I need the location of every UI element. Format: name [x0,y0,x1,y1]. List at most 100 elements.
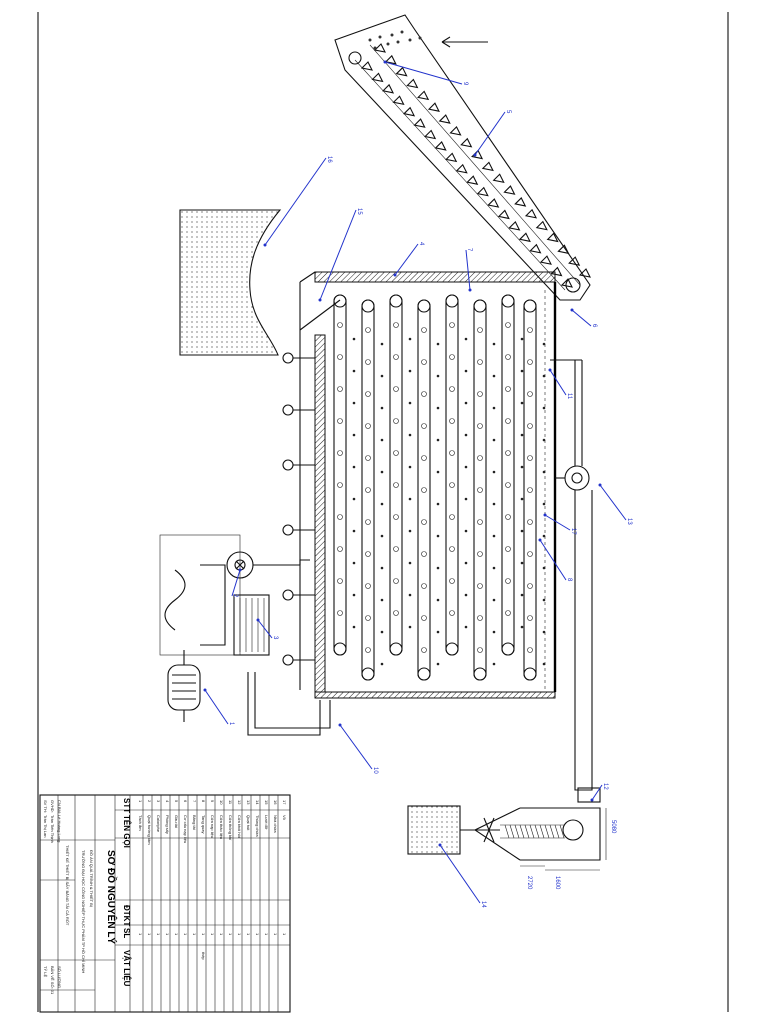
part-number: 1 [138,800,143,803]
idler-roller [393,482,399,488]
idler-roller [477,359,483,365]
callout-label: 6 [591,324,597,328]
product-piece [542,470,546,474]
part-number: 11 [228,800,233,805]
product-piece [464,529,468,533]
part-name: Băng tải [192,815,197,830]
product-piece [492,662,496,666]
idler-roller [393,578,399,584]
idler-roller [527,327,533,333]
dimension-0: 5080 [610,820,616,834]
part-qty: 1 [228,933,233,936]
idler-roller [365,647,371,653]
drive-drum [417,667,431,681]
idler-roller [477,647,483,653]
idler-roller [337,610,343,616]
part-qty: 1 [246,933,251,936]
product-piece [542,662,546,666]
product-piece [542,598,546,602]
idler-roller [365,551,371,557]
part-qty: 1 [147,933,152,936]
heater-caloriphe [159,534,270,656]
product-piece [352,497,356,501]
part-number: 3 [156,800,161,803]
callout-label: 5 [505,110,511,114]
idler-roller [449,578,455,584]
drive-drum [333,294,347,308]
part-number: 5 [174,800,179,803]
product-piece [380,598,384,602]
product-piece [352,401,356,405]
elevator-bucket [524,208,538,219]
product-piece [542,502,546,506]
sig-role-2: CN BM: [57,800,62,814]
elevator-bucket [546,232,559,243]
idler-roller [393,546,399,552]
idler-roller [337,322,343,328]
storage-bin [407,805,500,855]
part-name: Lưới đỡ [264,815,269,830]
callout-label: 7 [466,248,472,252]
product-piece [352,465,356,469]
air-duct [247,559,331,736]
product-piece [436,534,440,538]
product-piece [520,593,524,597]
callout-label: 16 [326,156,332,163]
idler-roller [365,391,371,397]
idler-roller [449,386,455,392]
product-piece [352,561,356,565]
part-number: 14 [255,800,260,805]
product-piece [464,561,468,565]
callout-leader [257,619,273,639]
idler-roller [477,391,483,397]
elevator-bucket [492,173,505,184]
moisture-separator [167,650,201,722]
part-number: 15 [264,800,269,805]
idler-roller [449,482,455,488]
storage-house [179,209,282,356]
idler-roller [337,482,343,488]
callout-leader [394,243,419,276]
idler-roller [337,354,343,360]
product-piece [520,625,524,629]
callout-leader [591,784,603,801]
elevator-bucket [514,197,527,207]
idler-roller [505,354,511,360]
part-name: Tang quay [201,815,206,833]
idler-roller [393,610,399,616]
elevator-bucket [557,244,570,255]
idler-roller [505,610,511,616]
idler-roller [365,423,371,429]
product-piece [542,630,546,634]
part-name: Thùng chứa [255,815,260,837]
product-piece [408,625,412,629]
idler-roller [365,359,371,365]
idler-roller [421,583,427,589]
product-piece [542,566,546,570]
part-name: Cửa nạp liệu [210,815,215,838]
product-piece [464,337,468,341]
part-name: Tách ẩm [138,815,143,831]
idler-roller [337,450,343,456]
idler-roller [365,519,371,525]
product-piece [352,625,356,629]
part-number: 17 [282,800,287,805]
part-number: 12 [237,800,242,805]
elevator-bucket [578,268,591,278]
idler-roller [393,514,399,520]
idler-roller [527,487,533,493]
product-piece [492,630,496,634]
part-name: Quạt hướng tâm [147,815,152,845]
product-piece [436,502,440,506]
product-piece [492,502,496,506]
elevator-bucket [529,243,542,254]
idler-roller [477,615,483,621]
idler-roller [393,322,399,328]
drive-drum [445,294,459,308]
sig-name-2: Lê Hoàng Long [57,815,62,842]
product-piece [408,497,412,501]
product-piece [492,342,496,346]
drive-drum [333,642,347,656]
idler-roller [527,455,533,461]
